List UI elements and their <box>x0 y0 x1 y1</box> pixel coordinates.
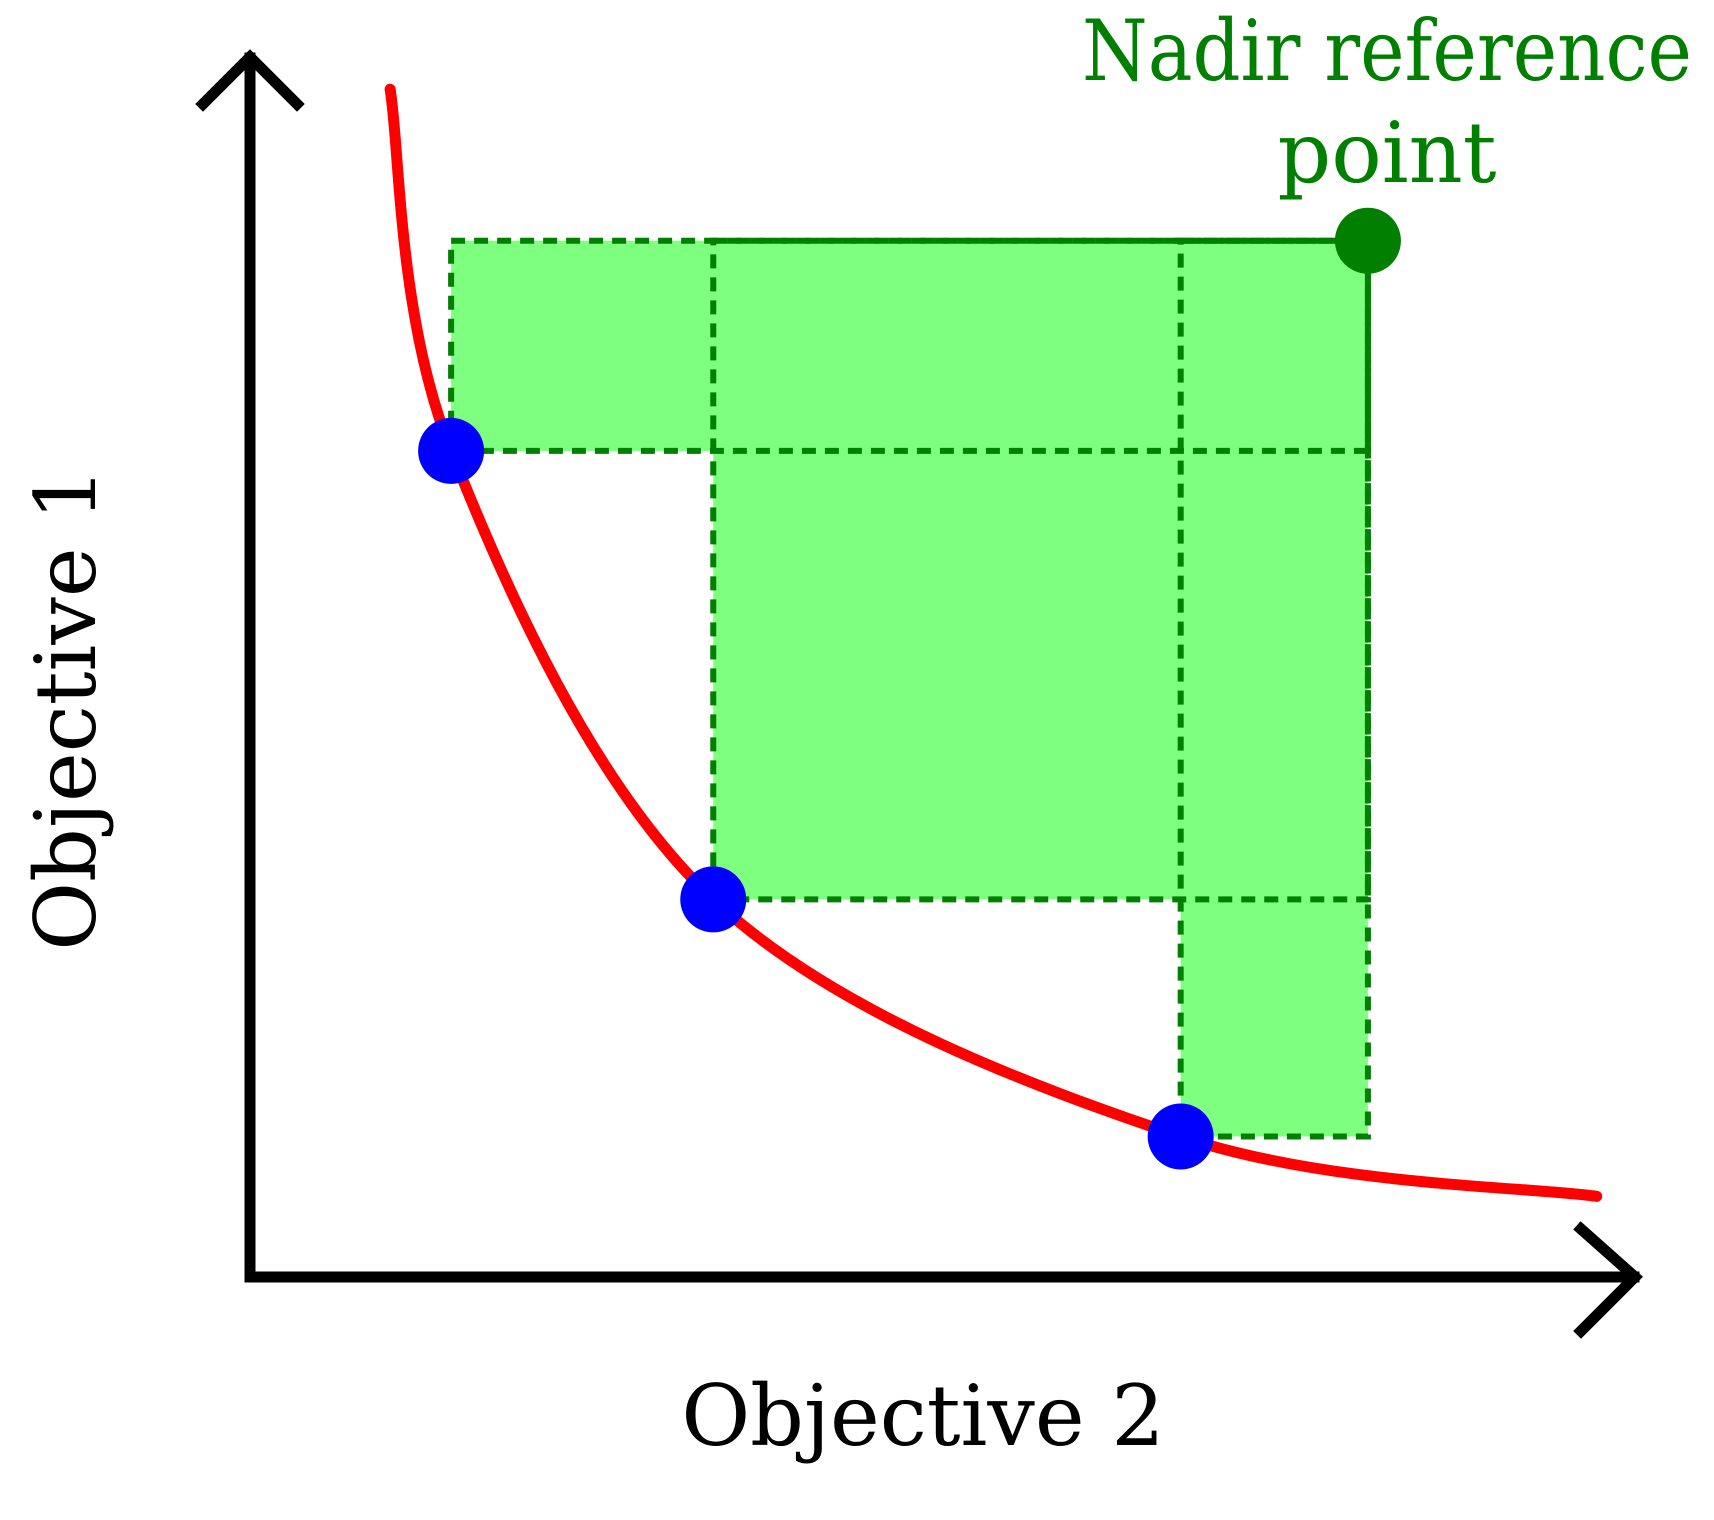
pareto-point-1 <box>418 417 485 484</box>
x-axis-arrowhead <box>1573 1221 1644 1339</box>
hypervolume-box-3 <box>1180 240 1368 1137</box>
y-axis-label: Objective 1 <box>17 467 115 950</box>
pareto-point-3 <box>1147 1103 1214 1170</box>
hypervolume-box-border-2 <box>710 237 1371 903</box>
reference-label-line-1: Nadir reference <box>1082 2 1692 100</box>
axes <box>195 49 1644 1339</box>
nadir-reference-point <box>1334 207 1401 274</box>
hypervolume-boxes <box>451 240 1368 1137</box>
y-axis-arrowhead <box>195 49 305 112</box>
pareto-point-2 <box>680 866 747 933</box>
hypervolume-box-border-3 <box>1177 237 1371 1140</box>
hypervolume-box-borders <box>448 237 1371 1140</box>
pareto-points <box>418 417 1214 1170</box>
x-axis-label: Objective 2 <box>681 1367 1164 1465</box>
reference-label-line-2: point <box>1277 104 1496 202</box>
